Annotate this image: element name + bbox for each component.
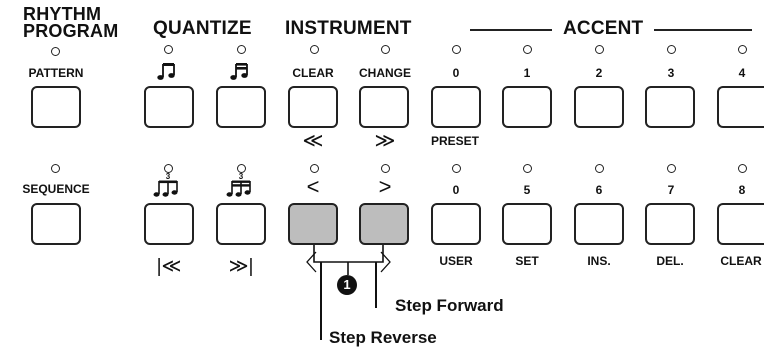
step-forward-button[interactable] [359,203,409,245]
accent-0-label: 0 [452,66,460,80]
accent-2-button[interactable] [574,86,624,128]
accent-title: ACCENT [563,18,644,39]
change-led [381,45,390,54]
clear-bottom-label: CLEAR [720,254,762,268]
fast-forward-symbol: ≫ [374,130,396,152]
set-button[interactable] [502,203,552,245]
quantize-3-led [164,164,173,173]
svg-text:3: 3 [239,172,244,181]
instrument-clear-button[interactable] [288,86,338,128]
user-label: USER [439,254,473,268]
jump-end-symbol: ≫| [228,256,254,277]
del-button[interactable] [645,203,695,245]
preset-label: PRESET [430,134,480,148]
del-led [667,164,676,173]
change-label: CHANGE [358,66,412,80]
sixteenth-notes-icon [230,63,248,80]
quantize-2-led [237,45,246,54]
quantize-triplet-eighth-button[interactable] [144,203,194,245]
bottom-5-label: 5 [523,183,531,197]
callout-badge: 1 [337,275,357,295]
eighth-notes-icon [157,63,175,80]
del-label: DEL. [656,254,684,268]
clear-led [310,45,319,54]
set-led [523,164,532,173]
step-forward-symbol: > [378,174,392,199]
accent-2-led [595,45,604,54]
rhythm-title-line1: RHYTHM [23,4,102,24]
clear-bottom-button[interactable] [717,203,764,245]
step-reverse-callout: Step Reverse [329,328,437,347]
sequence-led [51,164,60,173]
step-reverse-button[interactable] [288,203,338,245]
quantize-sixteenth-button[interactable] [216,86,266,128]
clear-label: CLEAR [292,66,334,80]
user-led [452,164,461,173]
ins-label: INS. [587,254,611,268]
sequence-label: SEQUENCE [22,182,90,196]
triplet-eighth-notes-icon: 3 [153,172,178,197]
pattern-label: PATTERN [28,66,84,80]
pattern-button[interactable] [31,86,81,128]
accent-0-button[interactable] [431,86,481,128]
quantize-1-led [164,45,173,54]
instrument-change-button[interactable] [359,86,409,128]
jump-start-symbol: |≪ [156,256,182,277]
quantize-eighth-button[interactable] [144,86,194,128]
accent-1-label: 1 [523,66,531,80]
set-label: SET [515,254,539,268]
triplet-sixteenth-notes-icon: 3 [226,172,251,197]
accent-3-button[interactable] [645,86,695,128]
fast-reverse-symbol: ≪ [302,130,324,152]
user-button[interactable] [431,203,481,245]
accent-line-right [654,29,752,31]
accent-3-led [667,45,676,54]
step-reverse-symbol: < [306,174,320,199]
accent-4-led [738,45,747,54]
bottom-6-label: 6 [595,183,603,197]
accent-0-led [452,45,461,54]
bottom-7-label: 7 [667,183,675,197]
accent-1-button[interactable] [502,86,552,128]
rhythm-title-line2: PROGRAM [23,21,119,41]
quantize-triplet-sixteenth-button[interactable] [216,203,266,245]
accent-line-left [470,29,552,31]
step-forward-led [381,164,390,173]
quantize-4-led [237,164,246,173]
sequence-button[interactable] [31,203,81,245]
bottom-0-label: 0 [452,183,460,197]
accent-1-led [523,45,532,54]
quantize-title: QUANTIZE [153,18,252,39]
rhythm-program-title: RHYTHM PROGRAM [23,4,119,41]
ins-button[interactable] [574,203,624,245]
ins-led [595,164,604,173]
accent-4-label: 4 [738,66,746,80]
bottom-8-label: 8 [738,183,746,197]
clear-bottom-led [738,164,747,173]
step-forward-callout: Step Forward [395,296,504,315]
pattern-led [51,47,60,56]
instrument-title: INSTRUMENT [285,18,412,39]
accent-3-label: 3 [667,66,675,80]
step-reverse-led [310,164,319,173]
accent-2-label: 2 [595,66,603,80]
svg-text:3: 3 [166,172,171,181]
accent-4-button[interactable] [717,86,764,128]
